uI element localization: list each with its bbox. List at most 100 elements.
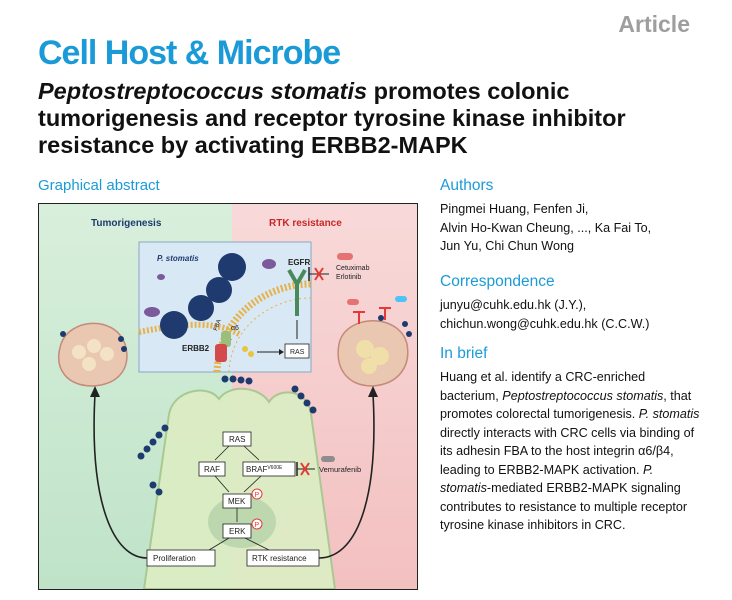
raf-to-mek-arrow [214, 475, 230, 493]
phospho-badge [251, 488, 263, 500]
rtk-resistance-label: RTK resistance [269, 218, 342, 229]
article-title: Peptostreptococcus stomatis promotes col… [38, 78, 708, 159]
in-brief-seg: , that promotes colorectal tumorigenesis… [440, 388, 692, 422]
in-brief-seg: -mediated ERBB2-MAPK signaling contribut… [440, 481, 688, 532]
cetuximab-pill-icon [337, 253, 353, 260]
bacterium-dot [118, 336, 124, 342]
ras-label: RAS [229, 435, 245, 444]
ras-to-braf-arrow [243, 445, 260, 461]
vemurafenib-label: Vemurafenib [319, 465, 361, 474]
alpha6-label: α6 [231, 325, 239, 332]
bacteria-chain-left [137, 424, 169, 496]
bacterium-cell [188, 295, 214, 321]
ras-label-inset: RAS [290, 349, 305, 356]
bacterium-cell [206, 277, 232, 303]
tumor-cell-cluster [356, 340, 374, 358]
article-type-label: Article [618, 11, 690, 37]
lipid-raft-left [138, 321, 241, 337]
rtk-resistance-node-label: RTK resistance [252, 554, 307, 563]
authors-line: Pingmei Huang, Fenfen Ji, [440, 202, 589, 216]
rtk-to-tumor-arrow [318, 393, 375, 559]
phospho-badge [251, 518, 263, 530]
authors-line: Jun Yu, Chi Chun Wong [440, 239, 574, 253]
ras-to-raf-arrow [214, 445, 230, 461]
phospho-dot [248, 351, 254, 357]
erk-to-rtk-arrow [244, 537, 270, 551]
inhibit-cross-icon [314, 267, 324, 281]
bacterium-dot [60, 331, 66, 337]
tumor-cell-cluster [87, 339, 101, 353]
ras-node-inset [284, 343, 310, 359]
correspondence-email[interactable]: chichun.wong@cuhk.edu.hk (C.C.W.) [440, 316, 650, 331]
drug-block-icon [353, 311, 365, 324]
p-stomatis-label: P. stomatis [157, 254, 199, 263]
cetuximab-label: Cetuximab [336, 265, 370, 272]
erk-label: ERK [229, 527, 246, 536]
egfr-receptor [287, 269, 307, 316]
title-italic-organism: Peptostreptococcus stomatis [38, 78, 368, 104]
phospho-badge-label: P [255, 522, 260, 529]
bacteria-chain-right [291, 385, 317, 414]
drug-block-icon [379, 307, 391, 320]
left-tumor-shape [58, 322, 128, 387]
tumorigenesis-label: Tumorigenesis [91, 218, 162, 229]
authors-line: Alvin Ho-Kwan Cheung, ..., Ka Fai To, [440, 220, 652, 235]
authors-heading: Authors [440, 177, 494, 194]
mucus-blob [262, 259, 276, 269]
in-brief-text: Huang et al. identify a CRC-enriched bac… [440, 368, 702, 535]
drug-pill-icon [347, 299, 359, 305]
bacterium-cell [218, 253, 246, 281]
tumor-cell-cluster [72, 345, 86, 359]
raf-label: RAF [204, 465, 220, 474]
fba-label: FBA [213, 319, 223, 332]
bacterium-dot [406, 331, 412, 337]
bacterium-dot [121, 346, 127, 352]
graphical-abstract-svg: Tumorigenesis RTK resistance P. stomatis… [39, 204, 417, 589]
tumor-cell-cluster [371, 347, 389, 365]
in-brief-heading: In brief [440, 345, 488, 362]
arrowhead [368, 386, 378, 397]
authors-list: Pingmei Huang, Fenfen Ji, Alvin Ho-Kwan … [440, 200, 710, 256]
proliferation-to-tumor-arrow [93, 393, 148, 559]
ras-node [222, 431, 252, 447]
cell-membrane-inner [228, 297, 312, 373]
in-brief-italic: Peptostreptococcus stomatis [502, 388, 664, 403]
raf-node [198, 461, 226, 477]
bacteria-chain-top [221, 375, 253, 385]
graphical-abstract-heading: Graphical abstract [38, 177, 160, 194]
correspondence-heading: Correspondence [440, 273, 555, 290]
correspondence-email[interactable]: junyu@cuhk.edu.hk (J.Y.), [440, 298, 587, 312]
mek-label: MEK [228, 497, 246, 506]
title-rest: promotes colonic tumorigenesis and recep… [38, 78, 626, 158]
proliferation-label: Proliferation [153, 554, 196, 563]
erlotinib-label: Erlotinib [336, 274, 361, 281]
journal-name[interactable]: Cell Host & Microbe [38, 34, 341, 72]
bacterium-cell [160, 311, 188, 339]
braf-node [242, 461, 296, 477]
in-brief-italic: P. stomatis [638, 407, 700, 421]
tumor-cell-cluster [361, 358, 377, 374]
tumor-cell-cluster [100, 347, 114, 361]
erk-node [222, 523, 252, 539]
tumor-cell-cluster [82, 357, 96, 371]
in-brief-seg: directly interacts with CRC cells via bi… [440, 425, 695, 477]
erk-to-proliferation-arrow [208, 537, 230, 551]
braf-to-mek-arrow [243, 475, 262, 493]
erbb2-label: ERBB2 [182, 344, 210, 353]
erbb2-receptor [215, 344, 227, 362]
braf-label: BRAFV600E [246, 465, 283, 474]
inhibit-cross-icon [300, 462, 310, 476]
bacterium-dot [378, 315, 384, 321]
mucus-blob [157, 274, 165, 280]
arrowhead [279, 349, 284, 355]
graphical-abstract-figure[interactable]: Tumorigenesis RTK resistance P. stomatis… [38, 203, 418, 590]
correspondence-list: junyu@cuhk.edu.hk (J.Y.), chichun.wong@c… [440, 296, 710, 333]
integrin-receptor [221, 331, 231, 347]
in-brief-seg: Huang et al. identify a CRC-enriched bac… [440, 370, 646, 403]
phospho-badge-label: P [255, 492, 260, 499]
phospho-dot [242, 346, 248, 352]
arrowhead [90, 386, 100, 397]
in-brief-italic: P. stomatis [440, 462, 654, 496]
bacterium-dot [402, 321, 408, 327]
mucus-blob [144, 307, 160, 317]
